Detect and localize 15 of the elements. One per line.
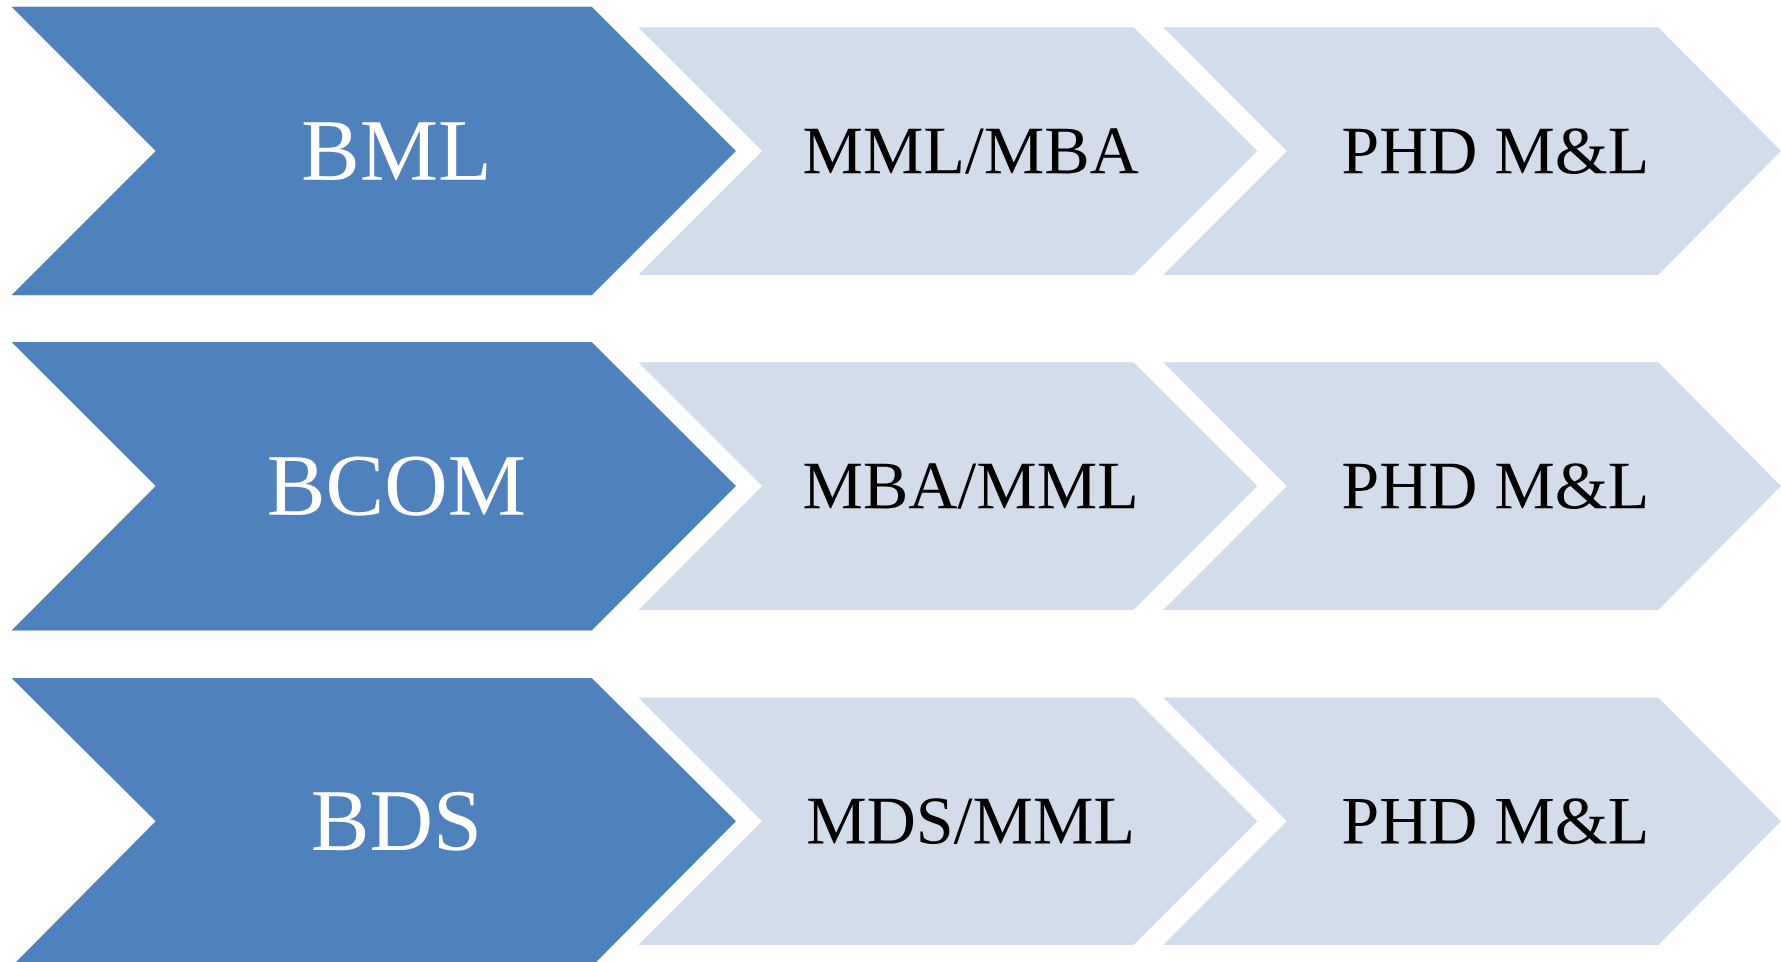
node-label: MBA/MML — [804, 463, 1135, 509]
chevron-step: BML — [11, 6, 736, 296]
chevron-step: MML/MBA — [638, 27, 1258, 275]
chevron-step: BDS — [11, 678, 736, 962]
chevron-step: BCOM — [11, 341, 736, 631]
node-label: PHD M&L — [1343, 128, 1646, 175]
node-label: PHD M&L — [1343, 463, 1646, 510]
node-label: PHD M&L — [1343, 798, 1646, 845]
chevron-step: MBA/MML — [638, 362, 1258, 610]
node-label: MML/MBA — [804, 128, 1139, 174]
chevron-step: PHD M&L — [1163, 27, 1781, 275]
chevron-step: PHD M&L — [1163, 697, 1781, 945]
chevron-step: MDS/MML — [638, 697, 1258, 945]
chevron-step: PHD M&L — [1163, 362, 1781, 610]
node-label: MDS/MML — [808, 798, 1131, 845]
